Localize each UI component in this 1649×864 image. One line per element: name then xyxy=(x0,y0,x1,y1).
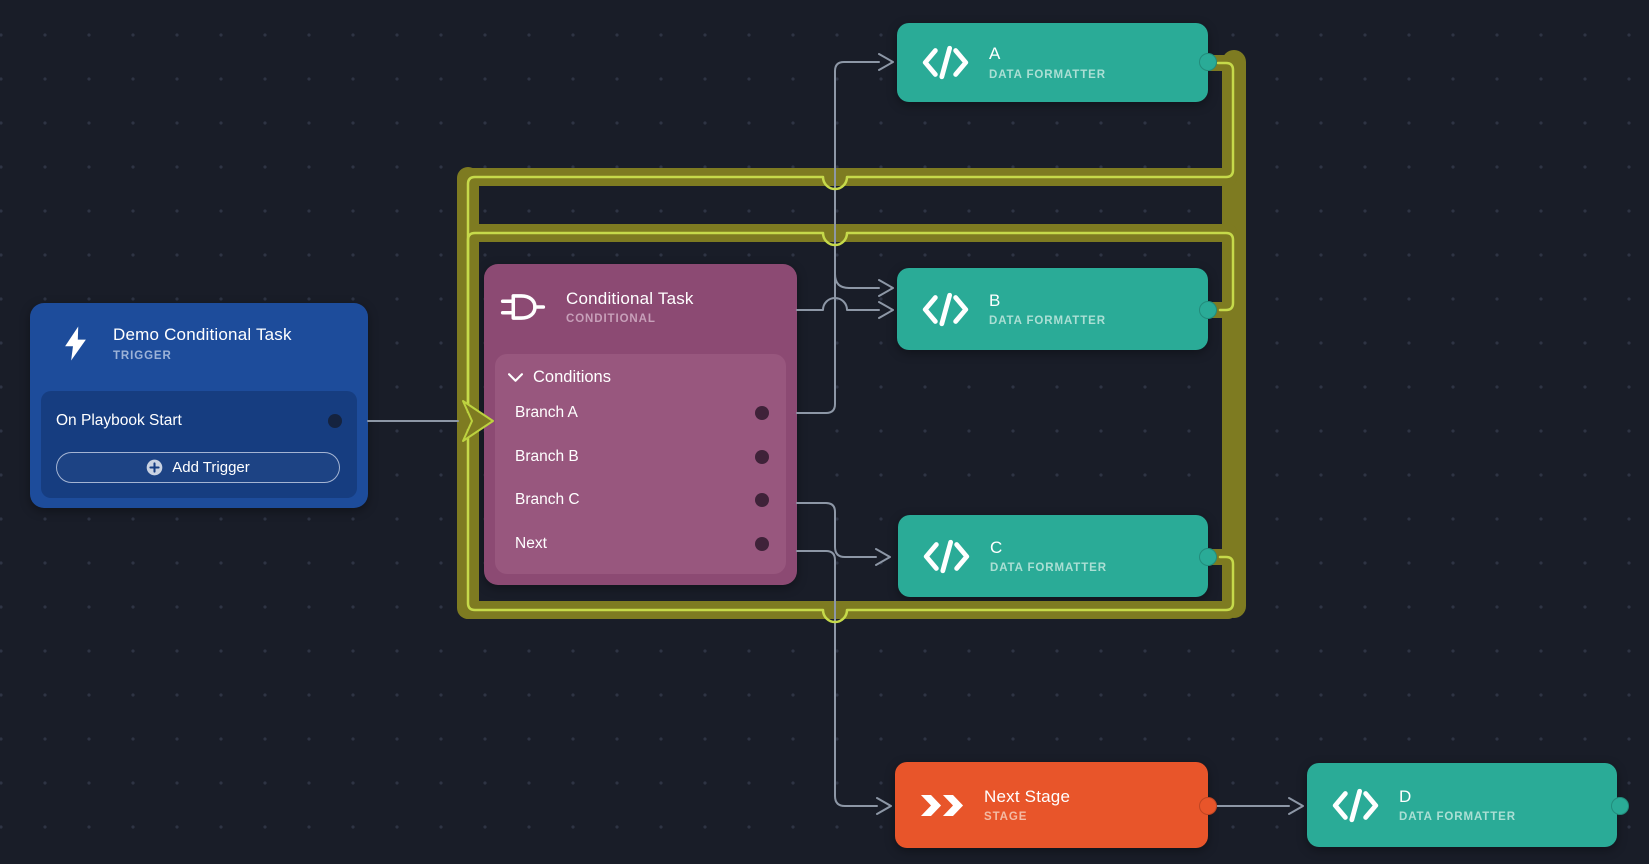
formatter-node-b[interactable]: B DATA FORMATTER xyxy=(897,268,1208,350)
formatter-b-title: B xyxy=(989,290,1001,310)
formatter-b-output-port[interactable] xyxy=(1199,301,1217,319)
branch-row-c[interactable]: Branch C xyxy=(515,491,580,508)
edge-conditional-to-b[interactable] xyxy=(796,297,880,311)
formatter-node-a[interactable]: A DATA FORMATTER xyxy=(897,23,1208,102)
formatter-a-title: A xyxy=(989,44,1001,64)
branch-next-port[interactable] xyxy=(755,537,769,551)
trigger-events-panel: On Playbook Start Add Trigger xyxy=(41,391,357,498)
formatter-node-c[interactable]: C DATA FORMATTER xyxy=(898,515,1208,597)
branch-row-b[interactable]: Branch B xyxy=(515,448,579,465)
branch-row-next[interactable]: Next xyxy=(515,535,547,552)
conditional-type-label: CONDITIONAL xyxy=(566,313,656,326)
branch-c-port[interactable] xyxy=(755,493,769,507)
arrowhead-into-stage xyxy=(876,797,892,815)
arrowhead-into-a xyxy=(878,53,894,71)
edge-next-to-stage[interactable] xyxy=(796,550,878,807)
formatter-c-title: C xyxy=(990,537,1003,557)
conditional-title: Conditional Task xyxy=(566,288,694,308)
formatter-c-type-label: DATA FORMATTER xyxy=(990,562,1107,575)
stage-title: Next Stage xyxy=(984,786,1071,806)
trigger-event-port[interactable] xyxy=(328,414,342,428)
trigger-type-label: TRIGGER xyxy=(113,349,172,362)
conditional-task-node[interactable]: Conditional Task CONDITIONAL Conditions … xyxy=(484,264,797,585)
stage-type-label: STAGE xyxy=(984,811,1028,824)
branch-a-port[interactable] xyxy=(755,406,769,420)
branch-row-a[interactable]: Branch A xyxy=(515,404,578,421)
conditions-panel: Conditions Branch A Branch B Branch C Ne… xyxy=(495,354,786,574)
formatter-node-d[interactable]: D DATA FORMATTER xyxy=(1307,763,1617,847)
arrowhead-into-b-upper xyxy=(878,279,894,297)
formatter-b-type-label: DATA FORMATTER xyxy=(989,315,1106,328)
code-icon xyxy=(922,292,969,326)
conditions-section-header[interactable]: Conditions xyxy=(495,354,786,387)
code-icon xyxy=(1332,788,1379,822)
stage-chevrons-icon xyxy=(920,794,964,816)
code-icon xyxy=(922,45,969,80)
formatter-a-type-label: DATA FORMATTER xyxy=(989,68,1106,81)
formatter-d-type-label: DATA FORMATTER xyxy=(1399,811,1516,824)
stage-output-port[interactable] xyxy=(1199,797,1217,815)
edge-branch-to-b-upper[interactable] xyxy=(834,273,880,289)
plus-circle-icon xyxy=(146,459,163,476)
conditions-section-label: Conditions xyxy=(533,368,611,386)
code-icon xyxy=(923,539,970,573)
conditional-node-header: Conditional Task CONDITIONAL xyxy=(484,264,797,326)
add-trigger-label: Add Trigger xyxy=(172,459,250,476)
formatter-a-output-port[interactable] xyxy=(1199,53,1217,71)
arrowhead-into-d xyxy=(1288,797,1304,815)
edge-branch-c-to-c[interactable] xyxy=(796,502,877,558)
branch-b-port[interactable] xyxy=(755,450,769,464)
next-stage-node[interactable]: Next Stage STAGE xyxy=(895,762,1208,848)
formatter-d-title: D xyxy=(1399,786,1412,806)
arrowhead-into-c xyxy=(875,548,891,566)
logic-gate-icon xyxy=(500,294,546,320)
formatter-c-output-port[interactable] xyxy=(1199,548,1217,566)
chevron-down-icon xyxy=(508,373,523,382)
trigger-node-header: Demo Conditional Task TRIGGER xyxy=(30,303,368,362)
trigger-title: Demo Conditional Task xyxy=(113,325,292,344)
lightning-bolt-icon xyxy=(65,326,86,361)
arrowhead-into-b xyxy=(878,301,894,319)
add-trigger-button[interactable]: Add Trigger xyxy=(56,452,340,483)
trigger-node[interactable]: Demo Conditional Task TRIGGER On Playboo… xyxy=(30,303,368,508)
trigger-event-row[interactable]: On Playbook Start xyxy=(56,412,182,429)
formatter-d-output-port[interactable] xyxy=(1611,797,1629,815)
edge-branch-a-to-a[interactable] xyxy=(796,61,880,414)
